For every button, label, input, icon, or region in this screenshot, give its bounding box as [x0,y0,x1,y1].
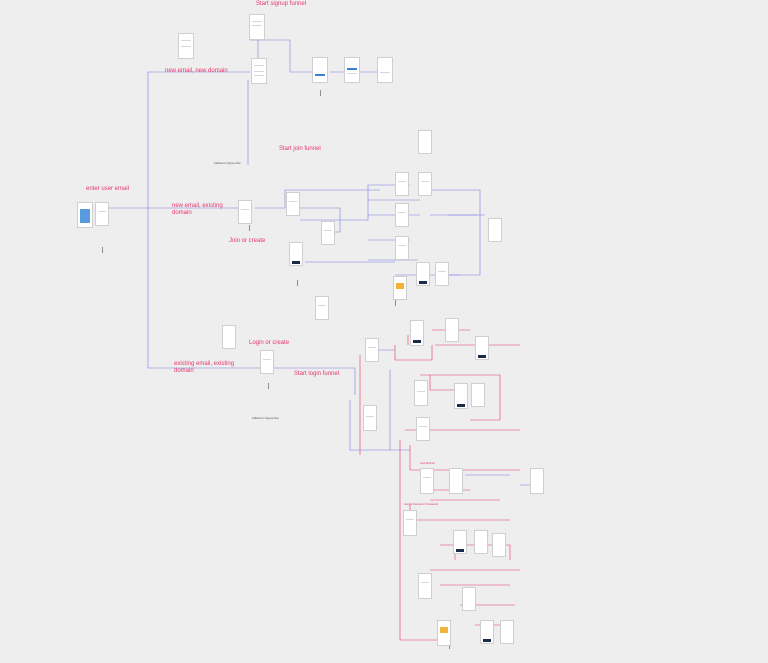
screen-thumbnail [462,587,476,611]
screen-thumbnail [488,218,502,242]
join-or-create-label: Join or create [229,238,266,244]
screen-thumbnail [286,192,300,216]
screen-thumbnail [315,296,329,320]
screen-thumbnail [77,202,93,228]
screen-thumbnail [414,380,428,406]
screen-thumbnail [471,383,485,407]
screen-thumbnail [453,530,467,554]
screen-thumbnail [95,202,109,226]
screen-thumbnail [321,221,335,245]
google-password-note: Google Password / Password [404,503,439,506]
screen-thumbnail [395,172,409,196]
screen-thumbnail [289,242,303,266]
screen-thumbnail [410,320,424,346]
start-login-funnel-title: Start login funnel [294,371,340,377]
screen-thumbnail [344,57,360,83]
screen-thumbnail [365,338,379,362]
screen-thumbnail [312,57,328,83]
screen-thumbnail [363,405,377,431]
screen-thumbnail [395,203,409,227]
screen-thumbnail [418,573,432,599]
screen-thumbnail [251,58,267,84]
screen-thumbnail [249,14,265,40]
screen-thumbnail [416,262,430,286]
screen-thumbnail [454,383,468,409]
new-email-new-domain-label: new email, new domain [165,68,228,74]
screen-thumbnail [377,57,393,83]
screen-thumbnail [395,236,409,260]
screen-thumbnail [222,325,236,349]
screen-thumbnail [260,350,274,374]
screen-thumbnail [449,468,463,494]
screen-thumbnail [178,33,194,59]
existing-email-existing-domain-label: existing email, existing domain [174,361,235,374]
screen-thumbnail [500,620,514,644]
start-signup-funnel-title: Start signup funnel [256,1,307,7]
screen-thumbnail [416,417,430,441]
auth-method-note: Auth Method [420,462,435,465]
screen-thumbnail [437,620,451,646]
start-join-funnel-title: Start join funnel [279,146,321,152]
enter-user-email-label: enter user email [86,186,130,192]
screen-thumbnail [418,172,432,196]
screen-thumbnail [403,510,417,536]
screen-thumbnail [480,620,494,644]
screen-thumbnail [238,200,252,224]
screen-thumbnail [474,530,488,554]
screen-thumbnail [418,130,432,154]
screen-thumbnail [393,276,407,300]
login-or-create-label: Login or create [249,340,290,346]
screen-thumbnail [475,336,489,360]
fallback-signup-note-1: Fallback to Signup flow [214,162,241,165]
screen-thumbnail [445,318,459,342]
screen-thumbnail [435,262,449,286]
screen-thumbnail [420,468,434,494]
new-email-existing-domain-label: new email, existing domain [172,203,223,216]
screen-thumbnail [492,533,506,557]
screen-thumbnail [530,468,544,494]
fallback-signup-note-2: Fallback to Signup flow [252,417,279,420]
